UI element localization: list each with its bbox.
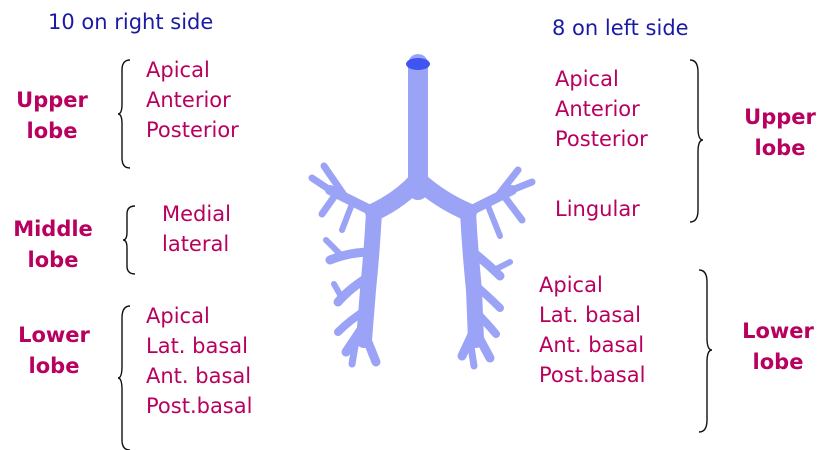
left-upper-segments: Apical Anterior Posterior Lingular [555, 64, 648, 224]
bronchial-tree-illustration [290, 40, 550, 370]
right-upper-segments: Apical Anterior Posterior [146, 55, 239, 145]
left-lower-segments: Apical Lat. basal Ant. basal Post.basal [539, 270, 645, 390]
trachea-opening [406, 58, 430, 70]
left-upper-lobe-label: Upper lobe [735, 102, 824, 164]
left-side-title: 8 on left side [552, 16, 689, 40]
segment-lateral: lateral [162, 229, 231, 259]
right-lower-lobe-label: Lower lobe [10, 320, 98, 382]
segment-lat-basal: Lat. basal [539, 300, 645, 330]
segment-posterior: Posterior [146, 115, 239, 145]
segment-apical: Apical [146, 55, 239, 85]
segment-ant-basal: Ant. basal [146, 361, 252, 391]
right-middle-brace [123, 204, 137, 276]
segment-apical: Apical [539, 270, 645, 300]
segment-posterior: Posterior [555, 124, 648, 154]
right-upper-brace [118, 58, 132, 170]
segment-anterior: Anterior [146, 85, 239, 115]
right-middle-lobe-label: Middle lobe [6, 214, 100, 276]
segment-lat-basal: Lat. basal [146, 331, 252, 361]
right-upper-lobe-label: Upper lobe [8, 85, 96, 147]
left-lower-brace [697, 268, 713, 434]
segment-anterior: Anterior [555, 94, 648, 124]
right-lower-brace [118, 304, 132, 450]
segment-apical: Apical [146, 301, 252, 331]
segment-ant-basal: Ant. basal [539, 330, 645, 360]
left-upper-brace [688, 58, 704, 224]
left-lower-lobe-label: Lower lobe [733, 316, 823, 378]
right-lower-segments: Apical Lat. basal Ant. basal Post.basal [146, 301, 252, 421]
segment-apical: Apical [555, 64, 648, 94]
segment-medial: Medial [162, 199, 231, 229]
right-middle-segments: Medial lateral [162, 199, 231, 259]
segment-lingular: Lingular [555, 194, 648, 224]
segment-post-basal: Post.basal [146, 391, 252, 421]
segment-post-basal: Post.basal [539, 360, 645, 390]
right-side-title: 10 on right side [48, 10, 213, 34]
